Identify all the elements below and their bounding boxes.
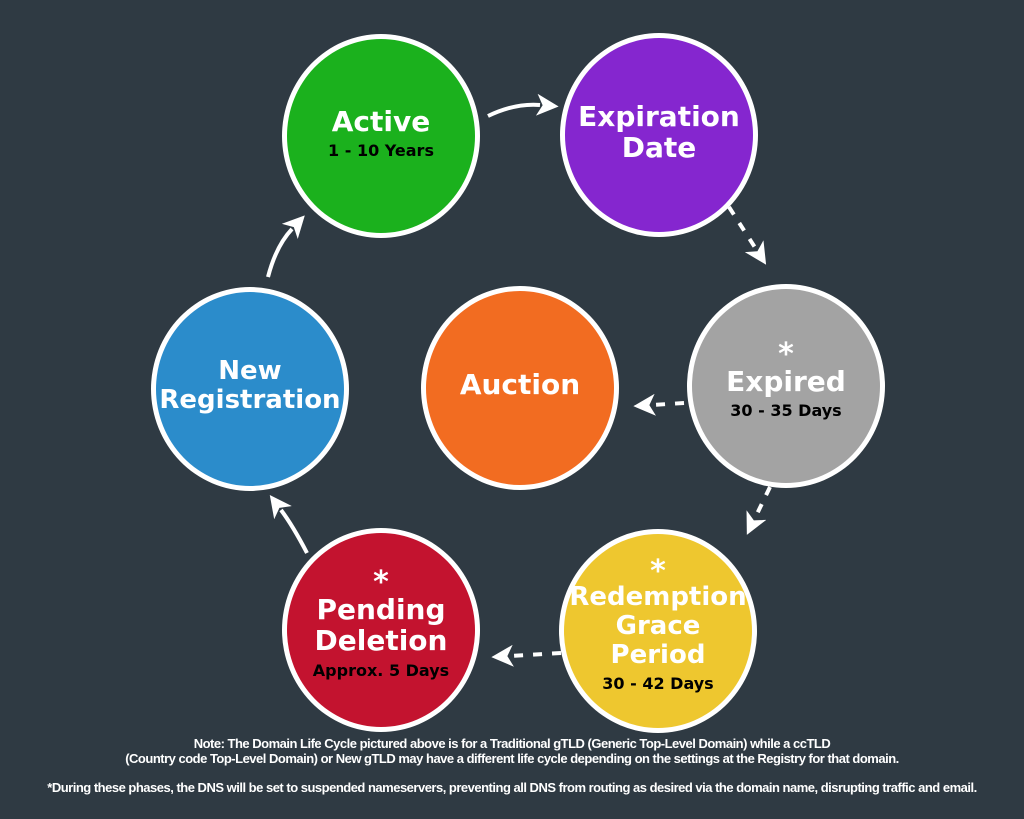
node-expired: * Expired 30 - 35 Days	[687, 284, 885, 488]
arrow-expired-to-redemption	[746, 486, 772, 535]
node-label-line1: Expiration	[578, 99, 740, 133]
node-new-registration: New Registration	[151, 287, 349, 491]
node-duration: 1 - 10 Years	[328, 141, 434, 161]
node-label: Expiration Date	[578, 99, 740, 164]
node-duration: Approx. 5 Days	[312, 660, 450, 680]
node-duration: 30 - 42 Days	[602, 674, 714, 694]
arrow-redemption-to-pending	[491, 644, 562, 667]
note-block: Note: The Domain Life Cycle pictured abo…	[0, 736, 1024, 766]
node-label-line1: Redemption	[569, 581, 747, 612]
note-line-1: Note: The Domain Life Cycle pictured abo…	[193, 736, 831, 751]
arrow-new-registration-to-active	[266, 215, 305, 278]
node-auction: Auction	[421, 286, 619, 490]
node-label: Redemption Grace Period	[564, 581, 752, 670]
node-active: Active 1 - 10 Years	[282, 34, 480, 238]
asterisk-marker: *	[650, 553, 666, 589]
node-label-line2: Registration	[159, 385, 341, 415]
node-label-line1: Pending	[316, 593, 446, 627]
note-line-2: (Country code Top-Level Domain) or New g…	[125, 751, 899, 766]
node-redemption-grace-period: * Redemption Grace Period 30 - 42 Days	[559, 529, 757, 733]
node-label-line2: Deletion	[314, 624, 448, 658]
node-label: New Registration	[159, 355, 341, 415]
node-label: Pending Deletion	[315, 594, 448, 657]
arrow-active-to-expiration	[487, 93, 559, 118]
node-label-line2: Date	[621, 131, 697, 164]
footnote-line: *During these phases, the DNS will be se…	[47, 780, 977, 795]
node-label-line1: Expired	[726, 364, 846, 398]
arrow-expiration-to-expired	[727, 205, 767, 265]
node-expiration-date: Expiration Date	[560, 33, 758, 237]
node-label-line1: Auction	[459, 368, 581, 402]
asterisk-marker: *	[778, 336, 794, 372]
arrow-pending-to-new-registration	[269, 495, 309, 554]
node-label-line1: Active	[331, 104, 431, 138]
arrow-expired-to-auction	[633, 393, 685, 416]
node-label: Active	[331, 104, 431, 138]
node-duration: 30 - 35 Days	[730, 401, 842, 421]
node-label: Auction	[459, 368, 581, 402]
node-label-line1: New	[218, 355, 282, 386]
node-label-line2: Grace Period	[610, 610, 706, 670]
node-label: Expired	[726, 364, 846, 398]
node-pending-deletion: * Pending Deletion Approx. 5 Days	[282, 528, 480, 732]
asterisk-marker: *	[373, 565, 389, 601]
